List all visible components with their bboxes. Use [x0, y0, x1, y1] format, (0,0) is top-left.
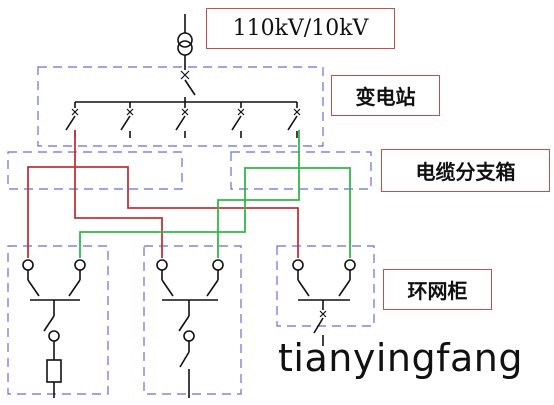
- substation-boundary: [37, 66, 324, 147]
- substation-label: 变电站: [331, 75, 440, 116]
- watermark-text: tianyingfang: [278, 336, 523, 380]
- ring-main-unit-label: 环网柜: [383, 269, 492, 310]
- branch-box-right-boundary: [230, 151, 372, 190]
- ring-unit-1-boundary: [7, 245, 109, 395]
- red-cable-feeder: [27, 130, 299, 258]
- ring-unit-1: [22, 259, 86, 398]
- voltage-label: 110kV/10kV: [206, 8, 395, 49]
- ring-unit-2-boundary: [143, 245, 242, 395]
- dashed-boundaries: [7, 66, 375, 395]
- green-cable-feeder: [79, 130, 351, 258]
- branch-box-left-boundary: [7, 151, 183, 190]
- substation-main-breaker: [180, 70, 196, 102]
- substation-feeder-breakers: [65, 102, 301, 138]
- ring-unit-3-boundary: [276, 245, 375, 327]
- ring-unit-3: [292, 259, 356, 346]
- cable-branch-box-label: 电缆分支箱: [381, 149, 550, 192]
- transformer-symbol: [177, 14, 193, 70]
- ring-unit-2: [156, 259, 224, 398]
